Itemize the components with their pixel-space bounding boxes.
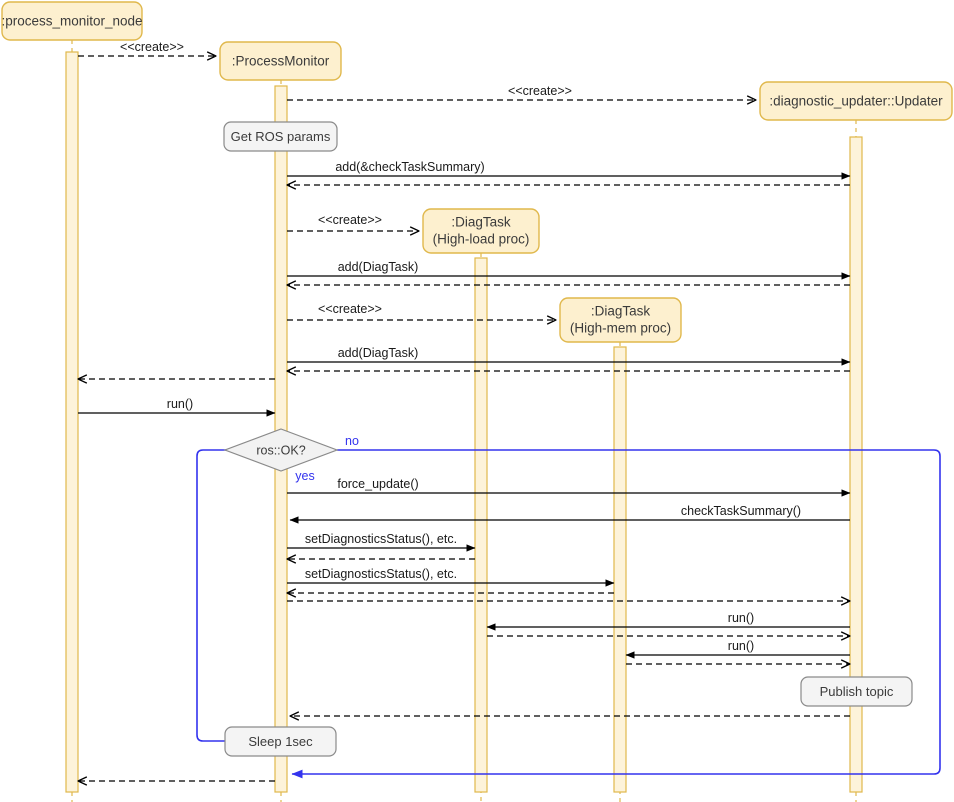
activation-bars (65, 51, 863, 793)
message-label-force-update: force_update() (337, 477, 418, 491)
note-get-ros-params-label: Get ROS params (231, 129, 331, 144)
participant-diagtask-high-load-label-line1: :DiagTask (451, 215, 511, 230)
participant-diagtask-high-mem[interactable]: :DiagTask (High-mem proc) (559, 297, 682, 343)
participant-diagnostic-updater-box (759, 81, 953, 121)
loop-back-edge (196, 445, 331, 742)
note-publish-topic-box (800, 676, 913, 707)
participant-diagtask-high-mem-label-line1: :DiagTask (591, 304, 651, 319)
participant-diagtask-high-load-label-line2: (High-load proc) (433, 232, 530, 247)
message-label-create-updater: <<create>> (508, 84, 572, 98)
loop-control-flow (196, 445, 941, 779)
message-label-create-processmonitor: <<create>> (120, 40, 184, 54)
participant-process-monitor-label: :ProcessMonitor (232, 54, 330, 69)
note-sleep-1sec[interactable]: Sleep 1sec (224, 726, 337, 757)
lifelines (71, 40, 857, 802)
participant-process-monitor[interactable]: :ProcessMonitor (219, 41, 342, 81)
message-label-set-status-load: setDiagnosticsStatus(), etc. (305, 532, 457, 546)
decision-branch-no-label: no (345, 434, 359, 448)
activation-diagload (474, 257, 488, 793)
loop-exit-edge-no (291, 449, 941, 779)
note-sleep-1sec-box (224, 726, 337, 757)
messages: <<create>> <<create>> add(&checkTaskSumm… (78, 40, 850, 781)
activation-diagmem (613, 346, 627, 793)
message-label-add-diagtask-load: add(DiagTask) (338, 260, 419, 274)
message-label-run-diagload: run() (728, 611, 754, 625)
message-label-run-monitor: run() (167, 397, 193, 411)
participant-diagtask-high-mem-box (559, 297, 682, 343)
decision-ros-ok[interactable]: ros::OK? no yes (223, 428, 359, 483)
note-get-ros-params-box (223, 121, 338, 152)
message-label-create-diagtask-mem: <<create>> (318, 302, 382, 316)
message-label-set-status-mem: setDiagnosticsStatus(), etc. (305, 567, 457, 581)
note-publish-topic[interactable]: Publish topic (800, 676, 913, 707)
message-label-check-task-summary: checkTaskSummary() (681, 504, 801, 518)
participant-diagnostic-updater[interactable]: :diagnostic_updater::Updater (759, 81, 953, 121)
message-label-add-checktasksummary: add(&checkTaskSummary) (335, 160, 484, 174)
note-sleep-1sec-label: Sleep 1sec (248, 734, 313, 749)
participant-process-monitor-node[interactable]: :process_monitor_node (1, 1, 143, 41)
message-label-add-diagtask-mem: add(DiagTask) (338, 346, 419, 360)
decision-branch-yes-label: yes (295, 469, 314, 483)
activation-updater (849, 136, 863, 793)
participant-diagtask-high-mem-label-line2: (High-mem proc) (570, 321, 671, 336)
decision-label: ros::OK? (256, 443, 305, 457)
decision-diamond-shape (223, 428, 339, 472)
participant-process-monitor-node-box (1, 1, 143, 41)
notes: Get ROS params Publish topic Sleep 1sec (223, 121, 913, 757)
message-label-create-diagtask-load: <<create>> (318, 213, 382, 227)
participants: :process_monitor_node :ProcessMonitor :D… (1, 1, 953, 343)
participant-diagnostic-updater-label: :diagnostic_updater::Updater (769, 94, 943, 109)
participant-diagtask-high-load[interactable]: :DiagTask (High-load proc) (422, 208, 540, 254)
message-label-run-diagmem: run() (728, 639, 754, 653)
participant-process-monitor-node-label: :process_monitor_node (1, 14, 142, 29)
participant-diagtask-high-load-box (422, 208, 540, 254)
note-publish-topic-label: Publish topic (820, 684, 894, 699)
activation-node (65, 51, 79, 793)
note-get-ros-params[interactable]: Get ROS params (223, 121, 338, 152)
participant-process-monitor-box (219, 41, 342, 81)
